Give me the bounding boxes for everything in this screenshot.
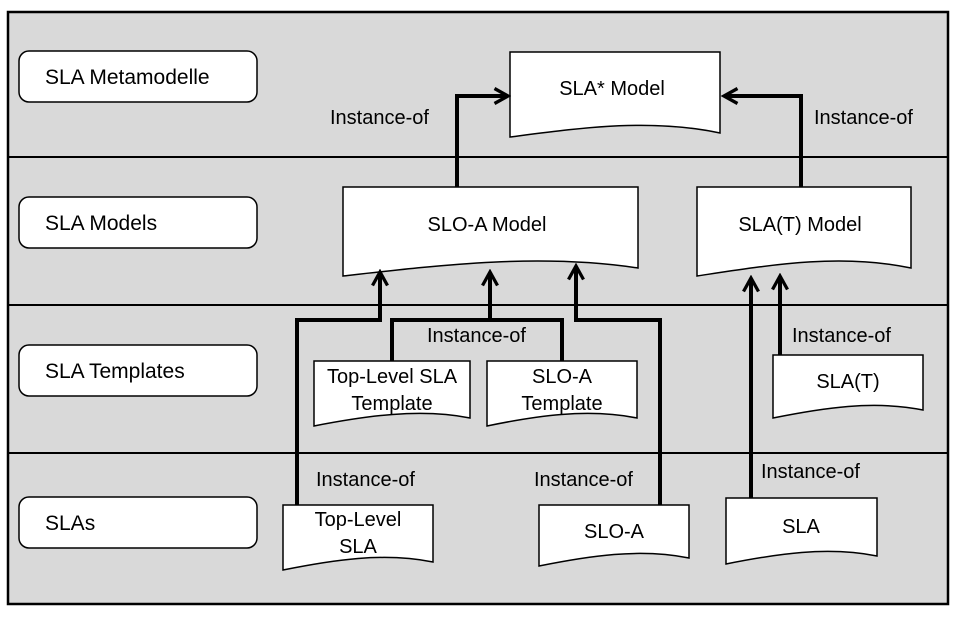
- lane-label: SLA Templates: [45, 360, 185, 383]
- doc-label: SLA: [782, 516, 820, 538]
- doc-label-line: Template: [351, 393, 432, 415]
- relation-label: Instance-of: [330, 107, 429, 129]
- relation-label: Instance-of: [427, 325, 526, 347]
- connector-templates-bracket: [390, 318, 564, 361]
- lane-sla-templates: SLA Templates: [18, 344, 258, 397]
- doc-label: SLO-A: [584, 521, 645, 543]
- doc-top-level-sla-template: Top-Level SLA Template: [313, 360, 471, 427]
- lane-sla-models: SLA Models: [18, 196, 258, 249]
- connector-top-level-sla-to-slo-a-model: [295, 272, 380, 505]
- doc-sla-star-model: SLA* Model: [509, 51, 721, 138]
- doc-label: SLA(T): [816, 371, 879, 393]
- relation-label: Instance-of: [761, 461, 860, 483]
- lane-slas: SLAs: [18, 496, 258, 549]
- lane-label: SLAs: [45, 512, 95, 535]
- doc-label-line: SLO-A: [532, 366, 593, 388]
- connector-slo-a-to-slo-a-model: [576, 266, 662, 505]
- relation-label: Instance-of: [792, 325, 891, 347]
- doc-sla-t: SLA(T): [772, 354, 924, 419]
- doc-label-line: Top-Level: [315, 509, 402, 531]
- relation-label: Instance-of: [534, 469, 633, 491]
- doc-slo-a-template: SLO-A Template: [486, 360, 638, 427]
- doc-slo-a-model: SLO-A Model: [342, 186, 639, 277]
- doc-label-line: Template: [521, 393, 602, 415]
- doc-sla-t-model: SLA(T) Model: [696, 186, 912, 277]
- doc-label-line: Top-Level SLA: [327, 366, 458, 388]
- doc-label: SLA* Model: [559, 78, 665, 100]
- lane-label: SLA Metamodelle: [45, 66, 210, 89]
- doc-label-line: SLA: [339, 536, 377, 558]
- connector-sla-t-model-to-star: [724, 96, 803, 187]
- doc-sla: SLA: [725, 497, 878, 565]
- connector-slo-a-model-to-star: [455, 96, 508, 187]
- doc-slo-a: SLO-A: [538, 504, 690, 567]
- doc-label: SLO-A Model: [428, 214, 547, 236]
- lane-label: SLA Models: [45, 212, 157, 235]
- doc-label: SLA(T) Model: [738, 214, 861, 236]
- lane-sla-metamodelle: SLA Metamodelle: [18, 50, 258, 103]
- relation-label: Instance-of: [316, 469, 415, 491]
- relation-label: Instance-of: [814, 107, 913, 129]
- doc-top-level-sla: Top-Level SLA: [282, 504, 434, 571]
